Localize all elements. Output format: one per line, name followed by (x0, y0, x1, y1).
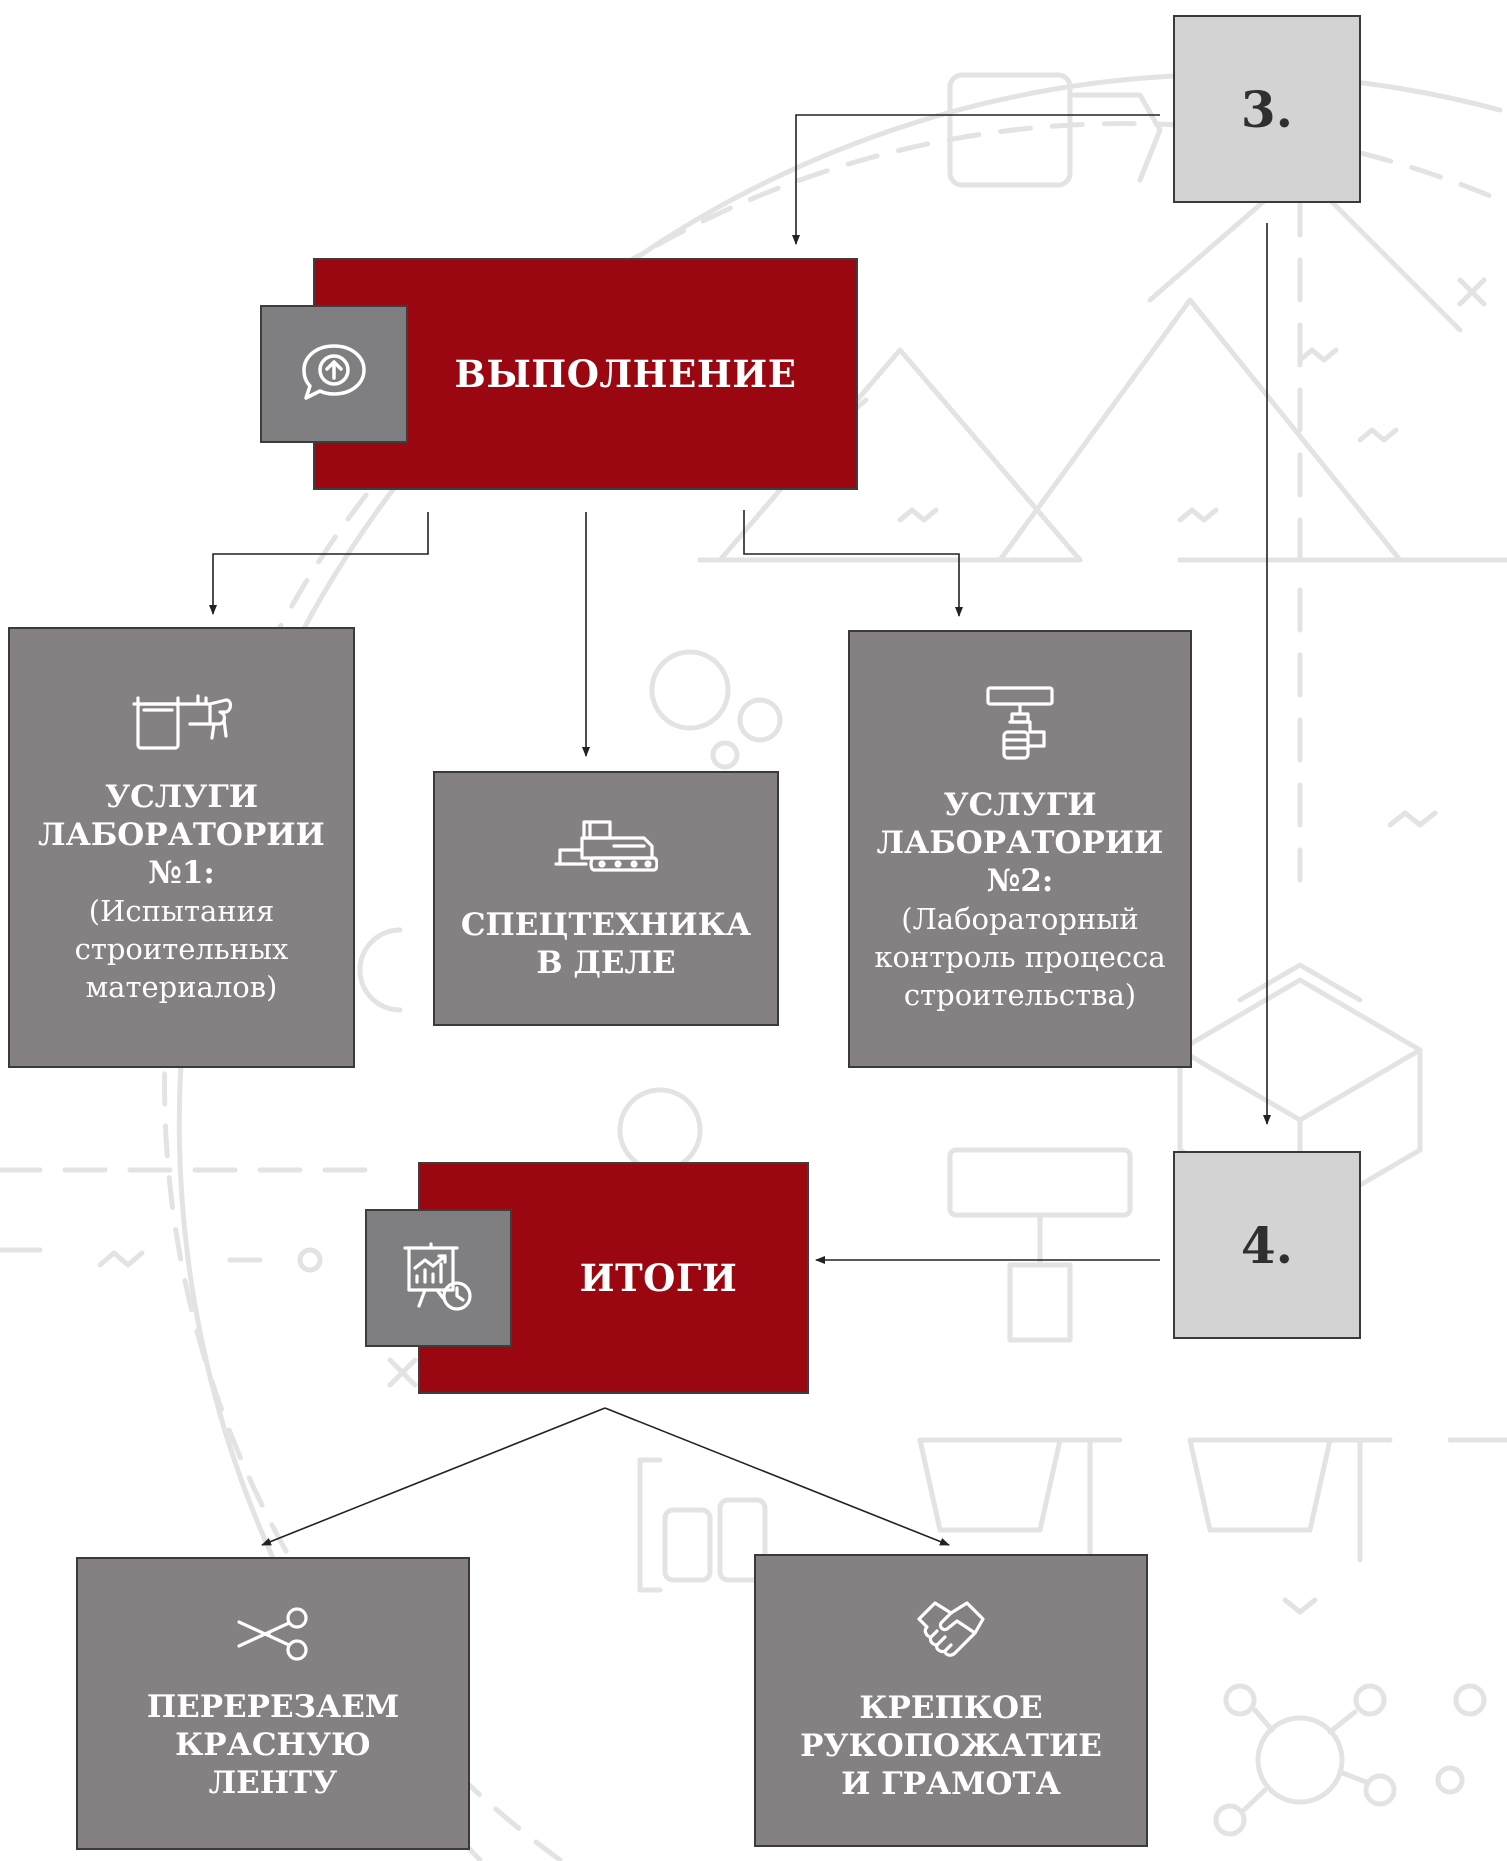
lab1-card: УСЛУГИ ЛАБОРАТОРИИ №1: (Испытания строит… (8, 627, 355, 1068)
execution-icon-box (260, 305, 408, 443)
step-3-box: 3. (1173, 15, 1361, 203)
ribbon-title: ПЕРЕРЕЗАЕМ КРАСНУЮ ЛЕНТУ (146, 1688, 400, 1801)
handshake-icon (915, 1599, 987, 1667)
paint-roller-icon (984, 684, 1056, 764)
ribbon-card: ПЕРЕРЕЗАЕМ КРАСНУЮ ЛЕНТУ (76, 1557, 470, 1850)
step-4-box: 4. (1173, 1151, 1361, 1339)
handshake-title: КРЕПКОЕ РУКОПОЖАТИЕ И ГРАМОТА (800, 1689, 1102, 1802)
upload-chat-icon (298, 340, 370, 408)
machinery-card: СПЕЦТЕХНИКА В ДЕЛЕ (433, 771, 779, 1026)
results-title: ИТОГИ (579, 1256, 738, 1300)
paver-machine-icon (554, 816, 659, 884)
execution-title: ВЫПОЛНЕНИЕ (454, 352, 797, 396)
arrow-step3-to-execution (792, 114, 1160, 245)
step-3-label: 3. (1240, 79, 1294, 139)
results-icon-box (365, 1209, 512, 1347)
step-4-label: 4. (1240, 1215, 1294, 1275)
lab2-title: УСЛУГИ ЛАБОРАТОРИИ №2: (876, 787, 1164, 899)
machinery-title: СПЕЦТЕХНИКА В ДЕЛЕ (460, 906, 752, 981)
scissors-icon (235, 1606, 311, 1666)
lab1-title: УСЛУГИ ЛАБОРАТОРИИ №1: (38, 778, 325, 891)
lab1-subtitle: (Испытания строительных материалов) (74, 893, 289, 1004)
handshake-card: КРЕПКОЕ РУКОПОЖАТИЕ И ГРАМОТА (754, 1554, 1148, 1847)
arrow-results-to-ribbon (261, 1407, 606, 1546)
arrow-results-to-handshake (604, 1407, 950, 1546)
caliper-icon (130, 690, 234, 756)
presentation-chart-icon (402, 1240, 475, 1316)
lab2-subtitle: (Лабораторный контроль процесса строител… (874, 902, 1166, 1012)
lab2-card: УСЛУГИ ЛАБОРАТОРИИ №2: (Лабораторный кон… (848, 630, 1192, 1068)
arrow-execution-to-lab2 (743, 510, 963, 617)
arrow-execution-to-lab1 (209, 512, 429, 615)
